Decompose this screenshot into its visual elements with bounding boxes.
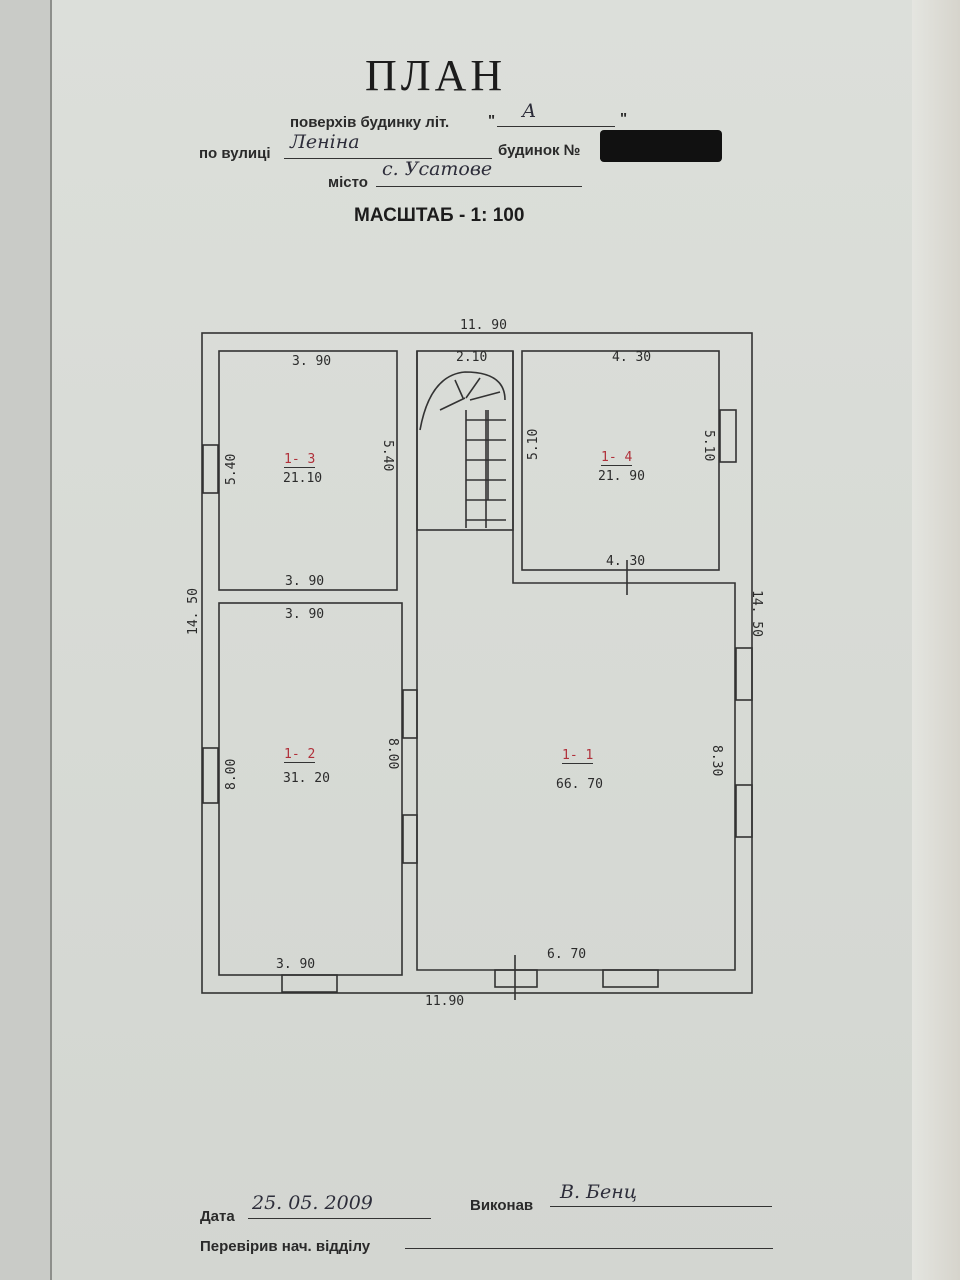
room-1-3-id: 1- 3 — [284, 452, 316, 468]
room-1-2-outline — [218, 602, 403, 976]
room-1-2-dim-right: 8.00 — [385, 738, 400, 770]
windows — [202, 409, 753, 993]
room-1-1-outline — [416, 351, 736, 971]
room-1-3-outline — [218, 350, 398, 591]
stair-width: 2.10 — [456, 350, 488, 365]
room-1-1-area: 66. 70 — [556, 777, 603, 792]
quote-close: " — [620, 110, 628, 127]
room-1-1-dim-right: 8.30 — [709, 745, 724, 777]
executor-field — [550, 1186, 772, 1207]
room-1-2-id: 1- 2 — [284, 747, 316, 763]
scale-label: МАСШТАБ - 1: 100 — [354, 205, 525, 226]
room-1-4-dim-left: 5.10 — [526, 428, 541, 460]
dim-outer-left: 14. 50 — [186, 588, 201, 635]
date-field — [248, 1196, 431, 1219]
room-1-3-dim-right: 5.40 — [380, 440, 395, 472]
city-label: місто — [328, 174, 368, 191]
outer-wall — [201, 332, 753, 994]
floors-field — [497, 104, 615, 127]
page-title: ПЛАН — [365, 51, 507, 100]
room-1-1-dim-bottom: 6. 70 — [547, 947, 587, 962]
room-1-2-dim-top: 3. 90 — [285, 607, 325, 622]
room-1-1-id: 1- 1 — [562, 748, 594, 764]
date-value: 25. 05. 2009 — [252, 1192, 373, 1214]
room-1-3-dim-top: 3. 90 — [292, 354, 332, 369]
room-1-4-dim-bottom: 4. 30 — [606, 554, 646, 569]
document-page — [52, 0, 912, 1280]
street-label: по вулиці — [199, 145, 271, 162]
city-field — [376, 164, 582, 187]
dim-outer-top: 11. 90 — [460, 318, 507, 333]
date-label: Дата — [200, 1208, 235, 1225]
room-1-4-outline — [521, 350, 720, 571]
room-1-3-dim-left: 5.40 — [224, 453, 239, 485]
redaction-mark — [600, 130, 722, 162]
room-1-4-dim-right: 5.10 — [701, 430, 716, 462]
stair-winder — [419, 371, 506, 431]
stair-steps — [465, 410, 506, 528]
floors-label: поверхів будинку літ. — [290, 114, 450, 131]
page-edge — [912, 0, 960, 1280]
adjacent-page — [0, 0, 52, 1280]
quote-open: " — [488, 112, 496, 129]
dim-outer-bottom: 11.90 — [425, 994, 465, 1009]
checked-field — [405, 1228, 773, 1249]
room-1-2-area: 31. 20 — [283, 771, 330, 786]
dim-outer-right: 14. 50 — [749, 590, 764, 637]
house-label: будинок № — [498, 142, 581, 159]
room-1-2-dim-left: 8.00 — [224, 758, 239, 790]
room-1-4-id: 1- 4 — [601, 450, 633, 466]
room-1-2-dim-bottom: 3. 90 — [276, 957, 316, 972]
room-1-4-area: 21. 90 — [598, 469, 645, 484]
room-1-3-area: 21.10 — [283, 471, 323, 486]
floors-value: А — [522, 100, 537, 122]
checked-label: Перевірив нач. відділу — [200, 1238, 371, 1255]
room-1-4-dim-top: 4. 30 — [612, 350, 652, 365]
room-1-3-dim-bottom: 3. 90 — [285, 574, 325, 589]
door-marks — [514, 560, 628, 1000]
city-value: с. Усатове — [382, 158, 493, 180]
executor-value: В. Бенц — [560, 1181, 638, 1203]
street-field — [284, 136, 492, 159]
executor-label: Виконав — [470, 1197, 534, 1214]
street-value: Леніна — [290, 131, 360, 153]
